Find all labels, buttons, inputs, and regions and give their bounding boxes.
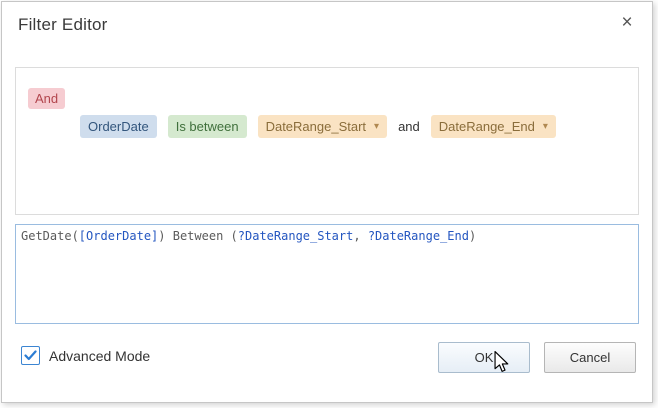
- expression-token: ): [468, 229, 477, 243]
- filter-builder-panel: And OrderDate Is between DateRange_Start…: [15, 67, 639, 215]
- filter-editor-dialog: Filter Editor × And OrderDate Is between…: [1, 1, 653, 403]
- field-chip[interactable]: OrderDate: [80, 115, 157, 138]
- operator-chip[interactable]: Is between: [167, 115, 247, 138]
- value-start-label: DateRange_Start: [265, 119, 367, 134]
- expression-token: ,: [353, 229, 368, 243]
- close-icon[interactable]: ×: [621, 12, 633, 33]
- ok-button[interactable]: OK: [438, 342, 530, 373]
- value-start-chip[interactable]: DateRange_Start ▾: [257, 115, 388, 138]
- cancel-button[interactable]: Cancel: [544, 342, 636, 373]
- expression-token: ) Between (: [158, 229, 238, 243]
- dialog-title: Filter Editor: [18, 15, 108, 34]
- value-end-label: DateRange_End: [438, 119, 535, 134]
- expression-token: ?DateRange_Start: [237, 229, 354, 243]
- checkbox-checked-icon[interactable]: [21, 346, 40, 365]
- between-and-label: and: [398, 119, 420, 134]
- group-operator-chip[interactable]: And: [28, 88, 66, 109]
- chevron-down-icon: ▾: [542, 120, 548, 132]
- advanced-mode-label: Advanced Mode: [49, 347, 151, 364]
- advanced-mode-toggle[interactable]: Advanced Mode: [21, 346, 150, 365]
- condition-row: OrderDate Is between DateRange_Start ▾ a…: [80, 115, 556, 138]
- expression-token: [OrderDate]: [78, 229, 159, 243]
- expression-token: GetDate(: [21, 229, 79, 243]
- check-icon: [24, 350, 37, 361]
- expression-token: ?DateRange_End: [367, 229, 469, 243]
- expression-textbox[interactable]: GetDate([OrderDate]) Between (?DateRange…: [15, 224, 639, 324]
- chevron-down-icon: ▾: [374, 120, 380, 132]
- value-end-chip[interactable]: DateRange_End ▾: [430, 115, 556, 138]
